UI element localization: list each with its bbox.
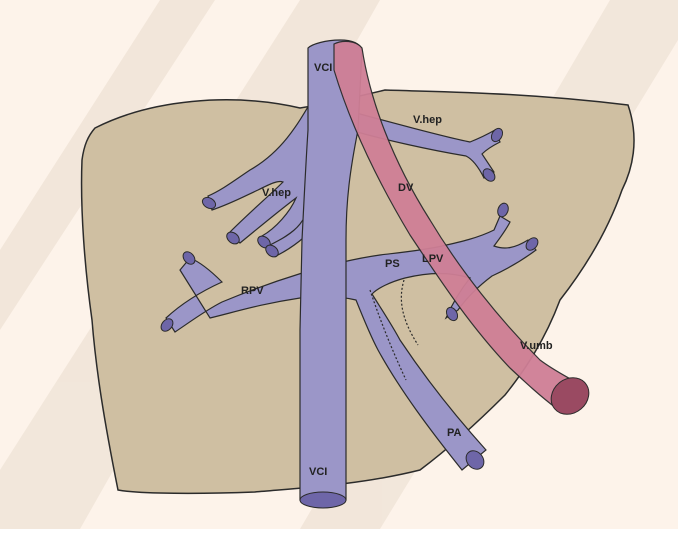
- label-vhep-left: V.hep: [262, 187, 291, 199]
- label-ps: PS: [385, 258, 400, 270]
- label-vci-bottom: VCI: [309, 466, 327, 478]
- label-vci-top: VCI: [314, 62, 332, 74]
- label-rpv: RPV: [241, 285, 264, 297]
- label-pa: PA: [447, 427, 462, 439]
- label-vumb: V.umb: [520, 340, 553, 352]
- label-dv: DV: [398, 182, 414, 194]
- label-vhep-right: V.hep: [413, 114, 442, 126]
- vci-bottom-end: [300, 492, 346, 508]
- label-lpv: LPV: [422, 253, 444, 265]
